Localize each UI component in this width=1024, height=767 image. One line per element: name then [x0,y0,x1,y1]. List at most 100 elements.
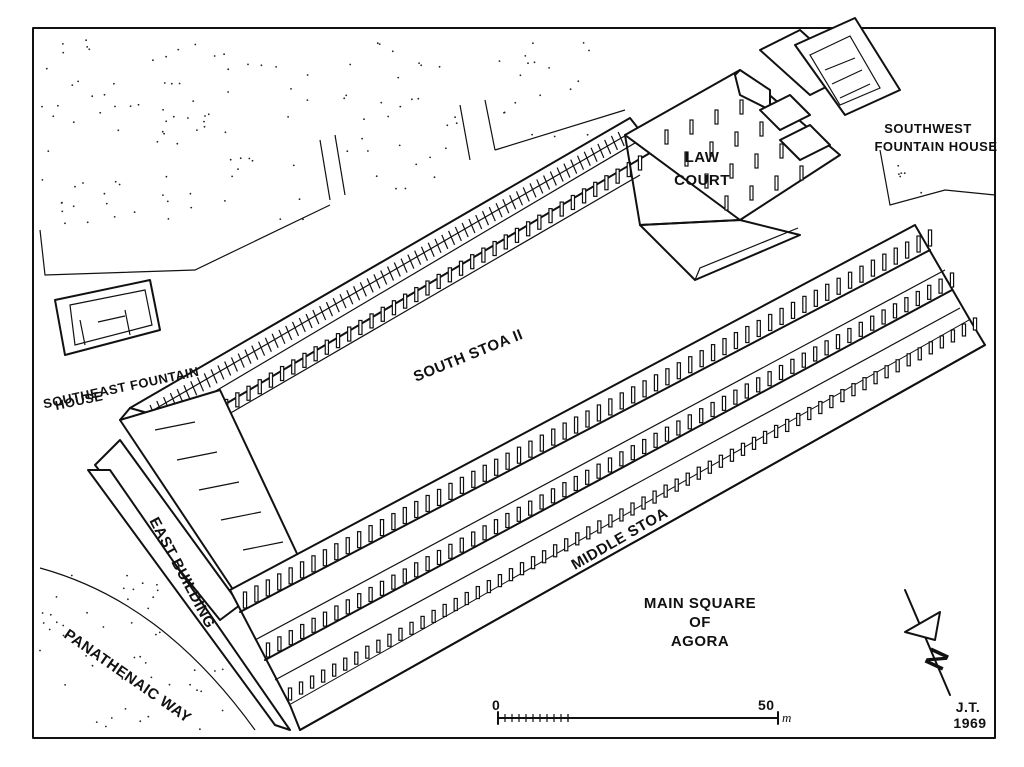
column [288,567,293,585]
hatch-line [258,341,266,356]
east-building [87,389,306,731]
stipple-dot [91,95,94,98]
stipple-dot [147,607,150,610]
column [608,398,613,416]
stipple-dot [133,211,136,214]
stipple-dot [514,101,517,104]
column [707,460,713,474]
column [664,426,670,442]
hatch-line [251,345,259,360]
column [698,408,704,424]
stipple-dot [156,589,159,592]
stipple-dot [279,218,282,221]
stipple-dot [391,50,394,53]
column [324,339,330,355]
stipple-dot [290,88,292,90]
stipple-dot [367,150,369,152]
column [402,293,408,309]
stipple-dot [227,68,230,71]
column [749,185,754,201]
column [369,313,374,329]
stipple-dot [519,74,522,77]
column [696,466,701,480]
stipple-dot [129,105,132,107]
column [938,278,943,294]
terrain-stipple [40,40,650,270]
column [537,214,542,230]
stipple-dot [72,205,75,208]
stipple-dot [455,122,458,125]
column [734,131,739,147]
column [368,586,373,603]
stipple-dot [158,631,161,634]
column [493,458,499,476]
stipple-dot [898,173,900,176]
stipple-dot [411,98,413,101]
stipple-dot [897,164,900,167]
column [704,173,709,189]
column [570,194,576,211]
column [596,404,602,422]
column [368,525,373,543]
stipple-dot [144,662,147,664]
stipple-dot [189,683,192,686]
column [916,235,921,253]
column [287,687,293,701]
column [471,470,476,488]
column [825,283,830,301]
column [847,271,853,289]
column [320,669,326,683]
column [431,609,436,624]
stipple-dot [139,720,142,723]
hatch-line [407,254,415,269]
stipple-dot [161,130,164,133]
hatch-line [373,274,381,289]
column [309,675,315,689]
stipple-dot [85,39,87,42]
stipple-dot [302,218,304,221]
stipple-dot [152,596,155,599]
panathenaic-way-edge [39,567,256,731]
stipple-dot [118,183,121,186]
stipple-dots [39,39,923,731]
column [756,319,761,338]
hatch-line [610,135,618,151]
column [409,621,414,635]
hatch-line [515,191,523,206]
column [345,599,351,615]
column [425,494,430,513]
column [425,280,430,296]
column [767,371,772,387]
column [358,319,363,336]
column [688,356,693,374]
stipple-dot [82,182,84,184]
stipple-dot [229,158,232,161]
column [448,543,453,559]
stipple-dot [86,221,89,224]
column [687,414,693,430]
stipple-dot [532,42,534,45]
column [778,364,784,381]
stipple-dot [124,708,127,710]
stipple-dot [498,60,501,62]
stipple-dot [404,187,407,190]
column [448,482,453,500]
column [895,359,900,373]
hatch-line [502,198,510,214]
hatch-line [604,139,612,155]
hatch-line [441,234,449,250]
stipple-dot [130,622,133,624]
hatch-line [386,266,395,281]
column [357,593,362,609]
column [801,352,807,368]
column [608,514,613,528]
stipple-dot [343,97,346,100]
column [790,358,795,374]
column [257,379,262,395]
column [829,394,834,409]
hatch-line [332,297,340,313]
column [322,611,328,627]
southwest-fountain-label-line1: SOUTHWEST [884,121,972,136]
column [436,488,442,507]
